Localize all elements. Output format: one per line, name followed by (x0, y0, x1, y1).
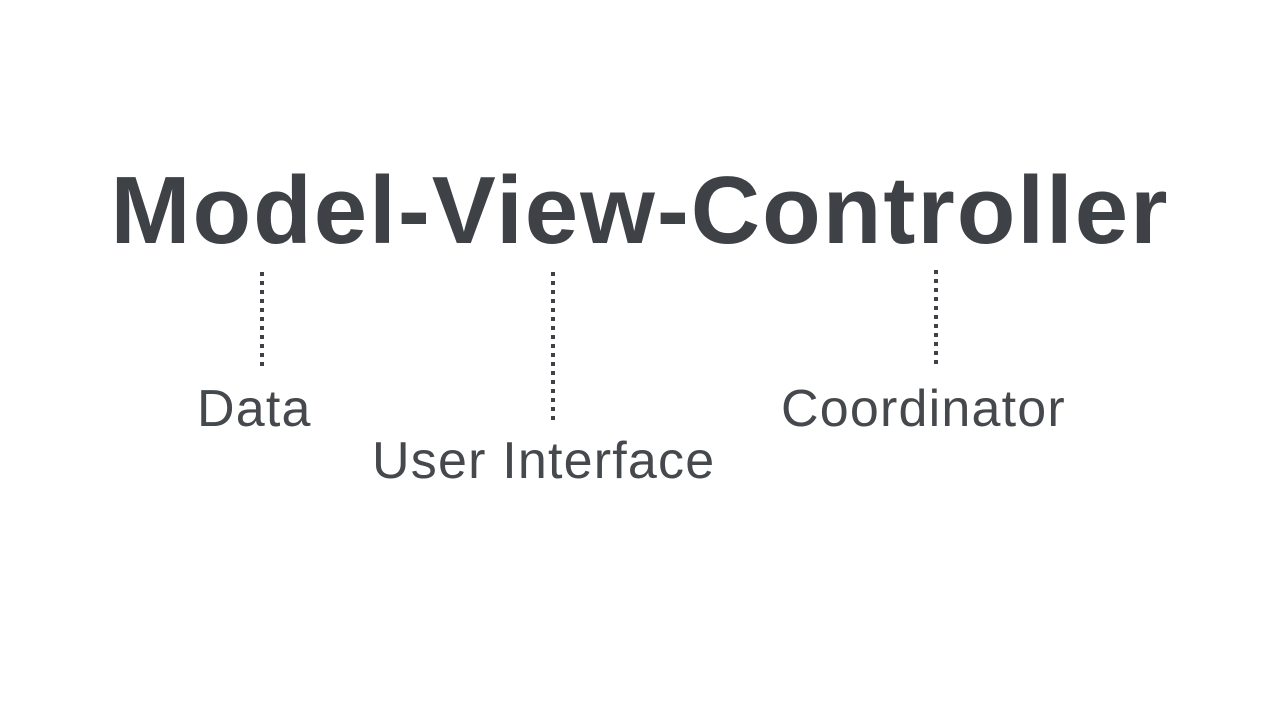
label-view-user-interface: User Interface (372, 432, 716, 490)
label-controller-coordinator: Coordinator (781, 380, 1066, 438)
label-model-data: Data (197, 380, 312, 438)
dotted-connector-model (260, 272, 264, 368)
dotted-connector-view (551, 272, 555, 422)
dotted-connector-controller (934, 270, 938, 368)
diagram-title: Model-View-Controller (110, 157, 1170, 264)
